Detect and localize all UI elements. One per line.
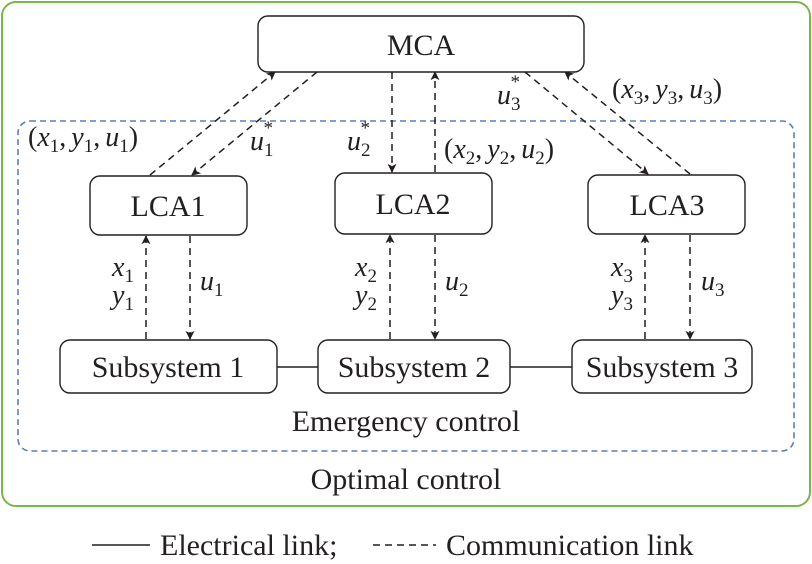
tuple-2-label: (x2,y2,u2)	[444, 134, 554, 169]
subsystem3-node: Subsystem 3	[571, 339, 753, 394]
y3-label: y3	[608, 280, 633, 315]
subsystem1-label: Subsystem 1	[92, 351, 245, 384]
lca3-node: LCA3	[587, 174, 746, 235]
u3-label: u3	[701, 266, 725, 301]
mca-node: MCA	[257, 15, 585, 73]
lca1-label: LCA1	[131, 190, 206, 223]
u1-label: u1	[200, 266, 224, 301]
u2-star-label: u2*	[347, 118, 371, 161]
lca2-node: LCA2	[334, 172, 493, 235]
subsystem3-label: Subsystem 3	[586, 351, 739, 384]
x2-label: x2	[354, 252, 377, 287]
comm-lca1-to-mca	[149, 71, 276, 176]
emergency-control-frame	[17, 120, 795, 452]
y2-label: y2	[352, 280, 377, 315]
tuple-1-label: (x1,y1,u1)	[28, 122, 138, 157]
lca3-label: LCA3	[630, 189, 705, 222]
legend-communication-label: Communication link	[446, 529, 694, 562]
mca-label: MCA	[387, 29, 456, 62]
x3-label: x3	[610, 252, 633, 287]
tuple-3-label: (x3,y3,u3)	[612, 74, 722, 109]
lca2-label: LCA2	[376, 188, 451, 221]
y1-label: y1	[109, 280, 134, 315]
optimal-control-frame	[1, 1, 811, 507]
comm-mca-to-lca1	[191, 71, 318, 176]
legend-electrical-label: Electrical link;	[160, 529, 337, 562]
subsystem1-node: Subsystem 1	[59, 339, 278, 394]
comm-lca3-to-mca	[564, 71, 691, 175]
emergency-control-label: Emergency control	[292, 405, 521, 438]
u1-star-label: u1*	[250, 118, 274, 161]
legend: Electrical link; Communication link	[92, 529, 694, 562]
subsystem2-label: Subsystem 2	[338, 351, 491, 384]
lca1-node: LCA1	[89, 175, 248, 236]
subsystem2-node: Subsystem 2	[317, 339, 511, 394]
comm-mca-to-lca3	[524, 71, 649, 175]
u3-star-label: u3*	[497, 72, 521, 115]
u2-label: u2	[445, 266, 469, 301]
optimal-control-label: Optimal control	[311, 463, 502, 496]
x1-label: x1	[111, 252, 134, 287]
